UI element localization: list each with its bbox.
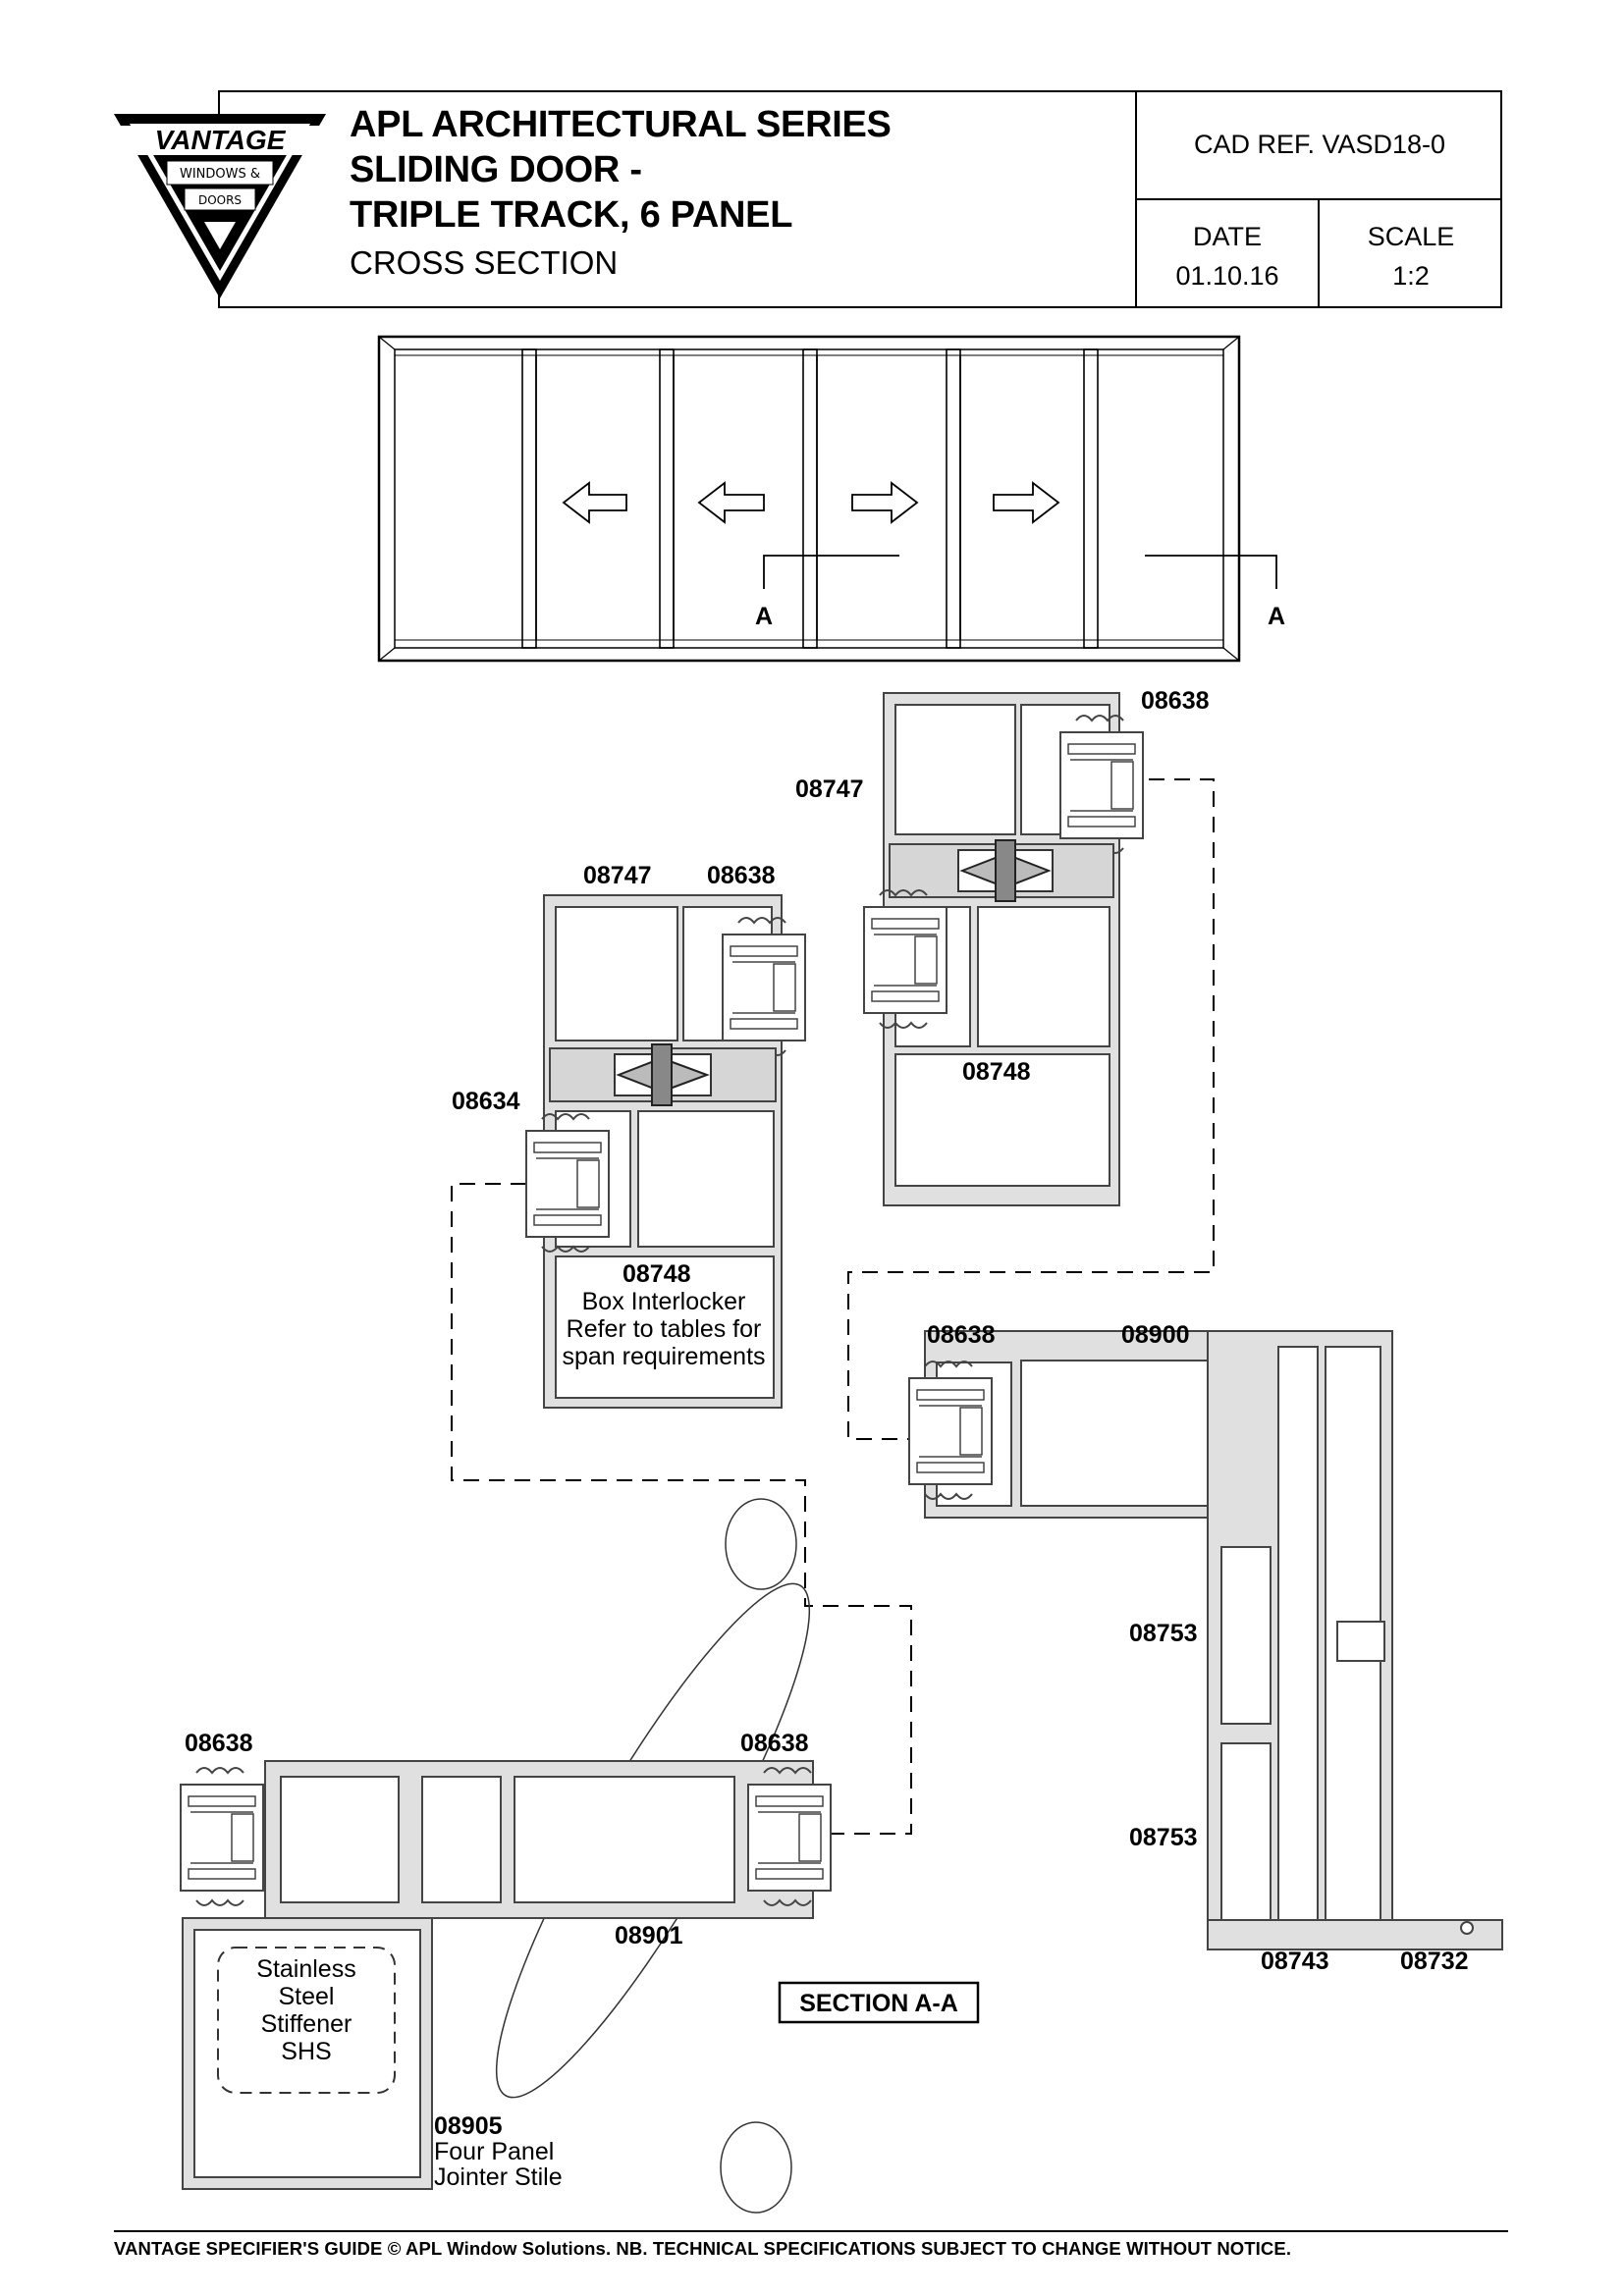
arrow-left-icon xyxy=(697,481,765,524)
arrow-right-icon xyxy=(993,481,1060,524)
jamb-section-right xyxy=(908,1330,1503,1950)
scale-value: 1:2 xyxy=(1392,261,1430,291)
logo-line2: DOORS xyxy=(198,193,242,207)
logo-brand: VANTAGE xyxy=(155,125,287,155)
date-value: 01.10.16 xyxy=(1175,261,1279,291)
section-mark-left: A xyxy=(755,603,773,630)
section-label-box xyxy=(778,1981,980,2024)
profile-labels: 08638 08747 08748 08747 08638 08634 0874… xyxy=(185,687,1469,2191)
leader-lines xyxy=(451,778,1215,1835)
label-08638: 08638 xyxy=(927,1321,996,1349)
vantage-logo: VANTAGE WINDOWS & DOORS xyxy=(114,114,326,298)
label-08638: 08638 xyxy=(1141,687,1210,715)
section-mark-right: A xyxy=(1268,603,1285,630)
box-note-1: Box Interlocker xyxy=(582,1288,746,1315)
title-subtitle: CROSS SECTION xyxy=(350,244,619,281)
title-block-divider xyxy=(1318,198,1320,308)
sliding-arrows xyxy=(562,481,1060,524)
title-line-2: SLIDING DOOR - xyxy=(350,149,642,190)
label-08900: 08900 xyxy=(1121,1321,1190,1349)
label-08748: 08748 xyxy=(962,1058,1031,1086)
label-08747: 08747 xyxy=(795,775,864,803)
label-08901: 08901 xyxy=(615,1922,683,1949)
section-bottom xyxy=(180,1498,832,2214)
section-cut-lines xyxy=(763,555,1277,589)
arrow-left-icon xyxy=(562,481,627,524)
stile-note-1: Four Panel xyxy=(434,2138,554,2165)
title-line-3: TRIPLE TRACK, 6 PANEL xyxy=(350,194,793,236)
stile-note-2: Jointer Stile xyxy=(434,2163,563,2191)
drawing-title: APL ARCHITECTURAL SERIES SLIDING DOOR - … xyxy=(350,102,1135,283)
footer-rule xyxy=(114,2230,1508,2232)
label-08638: 08638 xyxy=(707,862,776,889)
label-08638: 08638 xyxy=(185,1730,253,1757)
label-08748: 08748 xyxy=(623,1260,691,1288)
scale-label: SCALE xyxy=(1367,222,1455,251)
cad-ref: CAD REF. VASD18-0 xyxy=(1193,130,1446,159)
stiffener-note-3: Stiffener xyxy=(261,2010,352,2038)
label-08732: 08732 xyxy=(1400,1948,1469,1975)
title-line-1: APL ARCHITECTURAL SERIES xyxy=(350,104,892,145)
label-08634: 08634 xyxy=(452,1088,520,1115)
stiffener-note-1: Stainless xyxy=(256,1955,355,1983)
sash-section-top-right xyxy=(863,692,1144,1206)
footer-disclaimer: VANTAGE SPECIFIER'S GUIDE © APL Window S… xyxy=(114,2238,1292,2259)
date-label: DATE xyxy=(1192,222,1262,251)
label-08747: 08747 xyxy=(583,862,652,889)
stiffener-note-2: Steel xyxy=(279,1983,335,2010)
section-label: SECTION A-A xyxy=(799,1990,958,2017)
box-note-3: span requirements xyxy=(562,1343,765,1370)
arrow-right-icon xyxy=(851,481,919,524)
label-08905: 08905 xyxy=(434,2112,503,2140)
label-08743: 08743 xyxy=(1261,1948,1329,1975)
box-note-2: Refer to tables for xyxy=(567,1315,762,1343)
sash-section-mid-left xyxy=(525,894,806,1409)
label-08638: 08638 xyxy=(740,1730,809,1757)
label-08753: 08753 xyxy=(1129,1824,1198,1851)
door-elevation: A A xyxy=(377,335,1285,663)
label-08753: 08753 xyxy=(1129,1620,1198,1647)
logo-line1: WINDOWS & xyxy=(180,167,260,182)
stiffener-note-4: SHS xyxy=(281,2038,331,2065)
